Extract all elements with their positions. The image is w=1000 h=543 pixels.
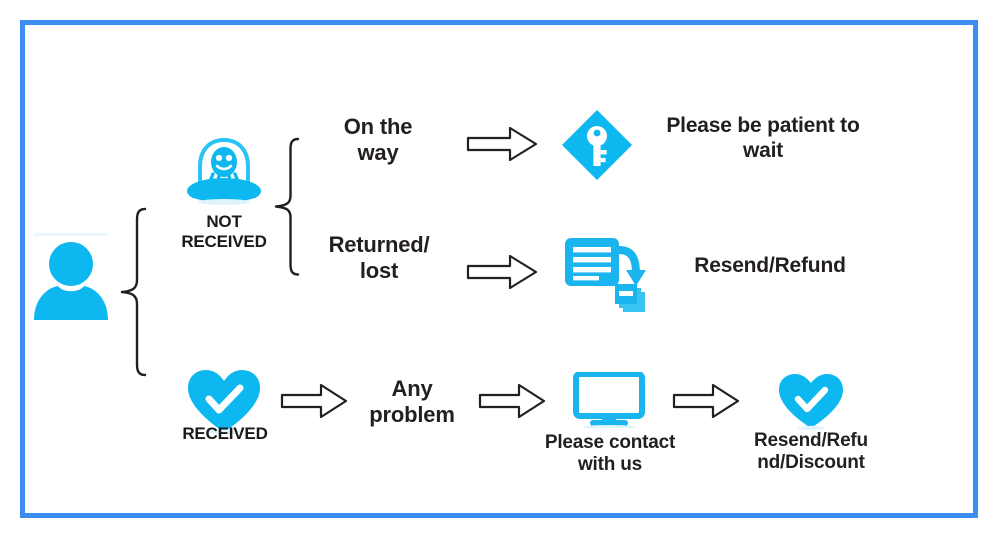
branch-label-returned-lost: Returned/ lost: [328, 232, 430, 283]
monitor-icon: [572, 372, 646, 428]
document-resend-icon: [563, 236, 649, 316]
heart-check-icon: [186, 368, 262, 434]
branch-label-any-problem: Any problem: [369, 376, 455, 427]
arrow-on-the-way: [466, 124, 538, 164]
outcome-label-resend-refund-discount: Resend/Refu nd/Discount: [754, 430, 868, 474]
outcome-label-be-patient: Please be patient to wait: [666, 114, 860, 162]
arrow-received: [280, 382, 348, 420]
person-icon: [32, 232, 110, 320]
heart-check-icon-outcome: [777, 372, 845, 430]
outcome-label-contact-us: Please contact with us: [544, 432, 676, 476]
brace-not-received: [273, 136, 301, 278]
node-label-not-received: NOT RECEIVED: [181, 212, 267, 252]
arrow-any-problem: [478, 382, 546, 420]
ufo-alien-icon: [183, 136, 265, 214]
arrow-contact: [672, 382, 740, 420]
branch-label-on-the-way: On the way: [343, 114, 413, 165]
key-diamond-icon: [560, 108, 634, 182]
arrow-returned-lost: [466, 252, 538, 292]
node-label-received: RECEIVED: [182, 424, 268, 443]
outcome-label-resend-refund: Resend/Refund: [694, 254, 846, 277]
brace-main: [118, 206, 148, 378]
